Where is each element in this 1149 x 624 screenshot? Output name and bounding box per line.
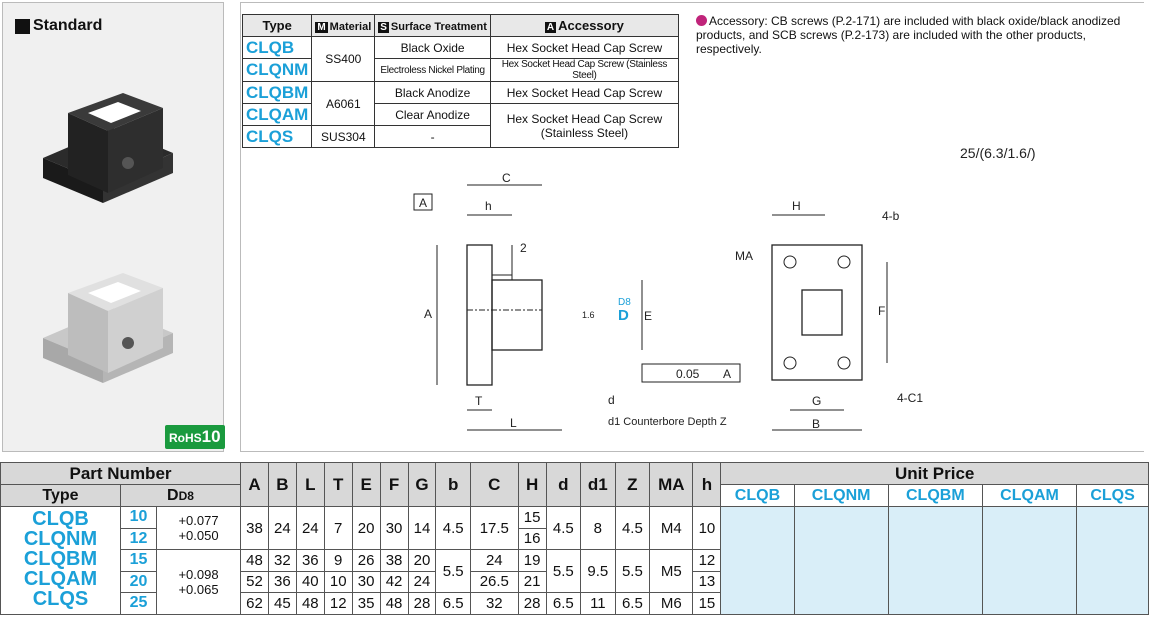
svg-text:C: C	[502, 171, 511, 185]
product-photos	[43, 93, 173, 383]
svg-text:MA: MA	[735, 249, 753, 263]
spec-accessory: Hex Socket Head Cap Screw	[489, 81, 679, 104]
up-type-clqam: CLQAM	[981, 484, 1078, 507]
spec-material: SUS304	[311, 125, 376, 148]
th-col-E: E	[351, 462, 381, 507]
th-col-C: C	[469, 462, 519, 507]
svg-text:0.05: 0.05	[676, 367, 700, 381]
svg-text:F: F	[878, 304, 885, 318]
up-type-clqs: CLQS	[1076, 484, 1149, 507]
svg-text:D: D	[618, 307, 629, 324]
accessory-note: Accessory: CB screws (P.2-171) are inclu…	[696, 14, 1121, 56]
svg-text:G: G	[812, 394, 821, 408]
th-type: Type	[241, 14, 313, 37]
table-row: 20 52 36 40 10 30 42 24 26.5 21 13	[1, 570, 1149, 593]
svg-text:H: H	[792, 199, 801, 213]
svg-text:T: T	[475, 394, 483, 408]
th-col-d: d	[545, 462, 582, 507]
price-cell[interactable]	[720, 506, 795, 615]
svg-text:4-b: 4-b	[882, 209, 900, 223]
th-col-L: L	[295, 462, 325, 507]
roughness-symbol: 25/(6.3/1.6/)	[960, 145, 1036, 161]
up-type-clqbm: CLQBM	[887, 484, 983, 507]
black-product-photo	[43, 93, 173, 203]
th-col-B: B	[267, 462, 297, 507]
spec-type: CLQS	[241, 125, 313, 148]
price-cell[interactable]	[1076, 506, 1149, 615]
spec-accessory: Hex Socket Head Cap Screw (Stainless Ste…	[489, 103, 679, 148]
up-type-clqnm: CLQNM	[793, 484, 889, 507]
product-image-panel: Standard RoHS10	[2, 2, 225, 452]
spec-surface: Black Anodize	[374, 81, 491, 104]
standard-label: Standard	[15, 17, 102, 35]
svg-text:d: d	[608, 393, 615, 407]
front-view: H 4-b MA F G B 4-C1	[735, 199, 923, 431]
svg-text:D8: D8	[618, 297, 631, 308]
svg-text:h: h	[485, 199, 492, 213]
rohs-badge: RoHS10	[165, 425, 225, 449]
th-col-T: T	[323, 462, 353, 507]
svg-text:E: E	[644, 309, 652, 323]
th-type: Type	[0, 484, 121, 507]
spec-panel	[240, 2, 1144, 452]
price-table: Part Number A B L T E F G b C H d d1 Z M…	[0, 462, 1149, 615]
table-row: 12 16	[1, 527, 1149, 550]
side-view: A C h 2 A L T d d1 Counterbore Depth Z D…	[413, 171, 741, 431]
th-col-G: G	[407, 462, 437, 507]
up-type-clqb: CLQB	[720, 484, 795, 507]
table-row: 15 +0.098+0.065 48 32 36 9 26 38 20 5.5 …	[1, 549, 1149, 615]
price-cell[interactable]	[981, 506, 1078, 615]
th-col-d1: d1	[580, 462, 616, 507]
svg-text:A: A	[424, 307, 432, 321]
spec-surface: Electroless Nickel Plating	[374, 58, 491, 82]
silver-product-photo	[43, 273, 173, 383]
th-col-Z: Z	[614, 462, 651, 507]
th-col-h: h	[692, 462, 722, 507]
spec-accessory: Hex Socket Head Cap Screw (Stainless Ste…	[489, 58, 679, 82]
price-cell[interactable]	[887, 506, 983, 615]
spec-type: CLQAM	[241, 103, 313, 126]
svg-text:A: A	[723, 367, 731, 381]
svg-text:1.6: 1.6	[582, 310, 595, 320]
svg-text:2: 2	[520, 241, 527, 255]
square-icon	[15, 18, 30, 34]
th-col-b: b	[435, 462, 471, 507]
note-bullet-icon	[696, 15, 707, 26]
spec-material: A6061	[311, 81, 376, 126]
th-col-H: H	[517, 462, 547, 507]
spec-surface: Black Oxide	[374, 36, 491, 59]
th-col-A: A	[240, 462, 269, 507]
th-part-number: Part Number	[0, 462, 241, 485]
svg-text:d1 Counterbore Depth Z: d1 Counterbore Depth Z	[608, 416, 727, 428]
spec-accessory: Hex Socket Head Cap Screw	[489, 36, 679, 59]
spec-material: SS400	[311, 36, 376, 82]
svg-text:B: B	[812, 417, 820, 431]
price-cell[interactable]	[793, 506, 889, 615]
spec-type: CLQNM	[241, 58, 313, 82]
technical-drawing: 25/(6.3/1.6/) A C h 2 A L T d d1 Counter…	[413, 145, 1036, 431]
th-d: DD8	[120, 484, 241, 507]
th-unit-price: Unit Price	[720, 462, 1149, 485]
spec-surface: Clear Anodize	[374, 103, 491, 126]
spec-surface: -	[374, 125, 491, 148]
svg-text:A: A	[419, 196, 427, 210]
svg-text:4-C1: 4-C1	[897, 391, 923, 405]
spec-type: CLQBM	[241, 81, 313, 104]
table-row: 25 62 45 48 12 35 48 28 6.5 32 28 6.5 11…	[1, 592, 1149, 615]
spec-type: CLQB	[241, 36, 313, 59]
th-col-MA: MA	[649, 462, 694, 507]
svg-text:L: L	[510, 416, 517, 430]
th-col-F: F	[379, 462, 409, 507]
